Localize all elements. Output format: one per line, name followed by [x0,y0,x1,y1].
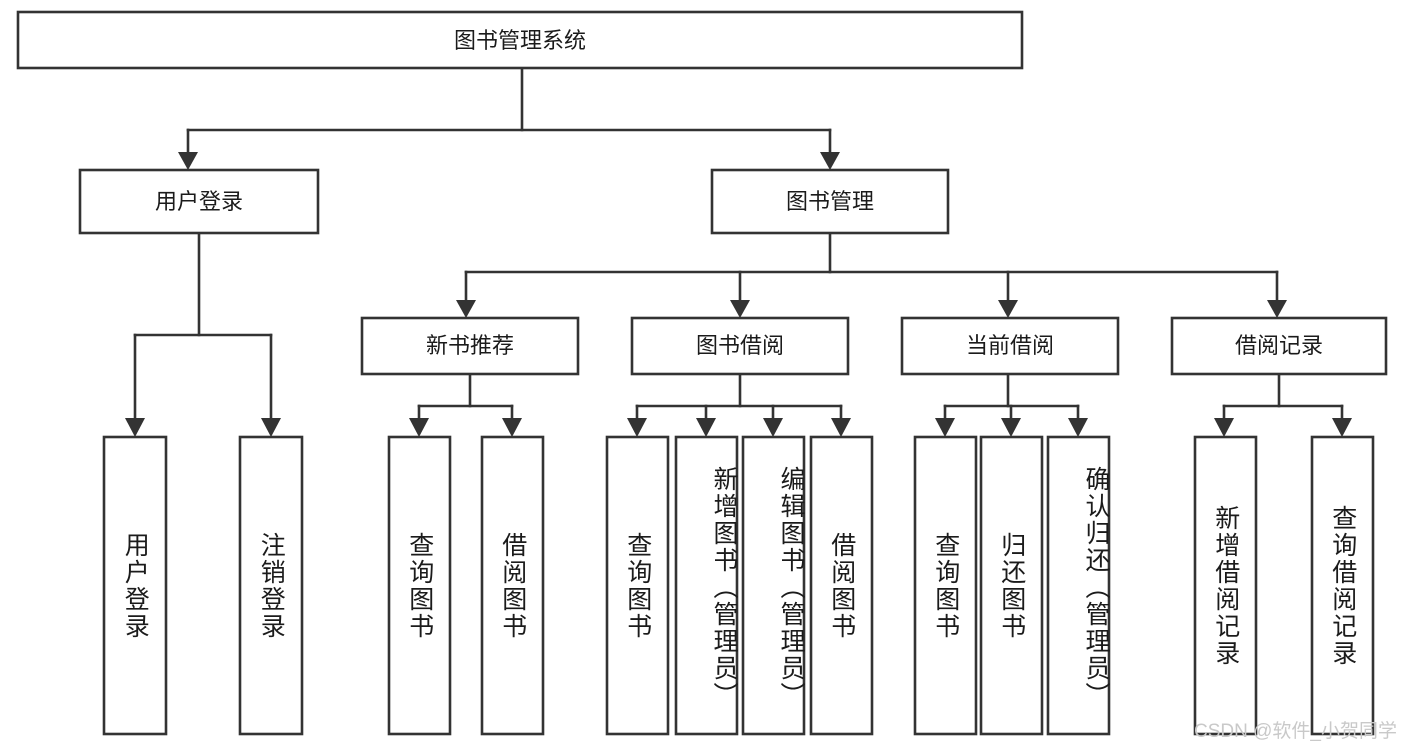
node-leaf-query-book-1[interactable] [387,435,452,736]
node-leaf-add-book[interactable] [674,435,739,736]
arrowhead-borrow-record [1267,300,1287,318]
node-leaf-return-book[interactable] [979,435,1044,736]
arrowhead-leaf-query-record [1332,418,1352,437]
node-user-login-label: 用户登录 [155,189,243,214]
arrowhead-book-borrow [730,300,750,318]
arrowhead-book-manage [820,152,840,170]
arrowhead-leaf-return-book [1001,418,1021,437]
arrowhead-leaf-query-book-3 [935,418,955,437]
node-new-book-recommend-label: 新书推荐 [426,333,514,358]
node-leaf-query-record[interactable] [1310,435,1375,736]
edges-layer [125,66,1352,437]
node-book-manage[interactable] [710,168,950,235]
nodes-layer: 图书管理系统 用户登录 图书管理 新书推荐 图书借阅 当前借阅 借阅记录 [16,10,1388,736]
arrowhead-current-borrow [998,300,1018,318]
arrowhead-leaf-query-book-2 [627,418,647,437]
node-leaf-add-record[interactable] [1193,435,1258,736]
arrowhead-leaf-add-record [1214,418,1234,437]
node-user-login[interactable] [78,168,320,235]
node-root[interactable] [16,10,1024,70]
node-current-borrow[interactable] [900,316,1120,376]
arrowhead-leaf-logout-login [261,418,281,437]
node-current-borrow-label: 当前借阅 [966,333,1054,358]
node-leaf-borrow-book-2[interactable] [809,435,874,736]
arrowhead-leaf-confirm-return [1068,418,1088,437]
arrowhead-new-book-recommend [456,300,476,318]
arrowhead-leaf-edit-book [763,418,783,437]
node-leaf-query-book-2[interactable] [605,435,670,736]
csdn-watermark: CSDN @软件_小贺同学 [1194,721,1397,742]
node-leaf-confirm-return[interactable] [1046,435,1111,736]
node-borrow-record-label: 借阅记录 [1235,333,1323,358]
arrowhead-leaf-add-book [696,418,716,437]
arrowhead-leaf-user-login [125,418,145,437]
node-leaf-logout-login[interactable] [238,435,304,736]
arrowhead-leaf-query-book-1 [409,418,429,437]
node-borrow-record[interactable] [1170,316,1388,376]
node-book-manage-label: 图书管理 [786,189,874,214]
arrowhead-leaf-borrow-book-1 [502,418,522,437]
node-leaf-borrow-book-1[interactable] [480,435,545,736]
node-new-book-recommend[interactable] [360,316,580,376]
arrowhead-leaf-borrow-book-2 [831,418,851,437]
node-book-borrow-label: 图书借阅 [696,333,784,358]
arrowhead-user-login [178,152,198,170]
node-leaf-query-book-3[interactable] [913,435,978,736]
node-book-borrow[interactable] [630,316,850,376]
node-root-label: 图书管理系统 [454,28,586,53]
node-leaf-user-login[interactable] [102,435,168,736]
node-leaf-edit-book[interactable] [741,435,806,736]
